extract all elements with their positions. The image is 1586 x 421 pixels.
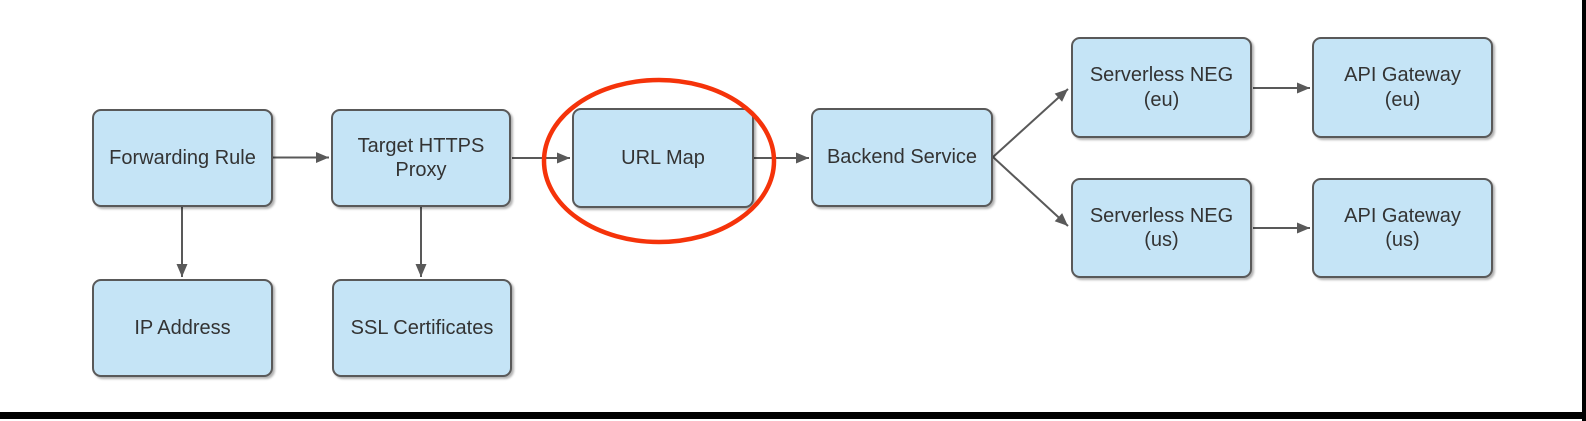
node-api-gateway-us: API Gateway (us)	[1312, 178, 1493, 278]
node-label: API Gateway (us)	[1344, 204, 1461, 251]
node-label: Serverless NEG (us)	[1089, 204, 1234, 251]
node-api-gateway-eu: API Gateway (eu)	[1312, 37, 1493, 138]
node-label: API Gateway (eu)	[1344, 64, 1461, 111]
edge-backend-service-to-serverless-neg-eu	[992, 88, 1069, 158]
edge-backend-service-to-serverless-neg-us	[992, 156, 1069, 227]
node-url-map: URL Map	[572, 108, 754, 208]
node-serverless-neg-us: Serverless NEG (us)	[1071, 178, 1252, 278]
node-ssl-certificates: SSL Certificates	[332, 279, 512, 377]
node-label: Serverless NEG (eu)	[1089, 64, 1234, 111]
node-target-https-proxy: Target HTTPS Proxy	[331, 109, 511, 207]
node-label: IP Address	[134, 316, 231, 339]
node-ip-address: IP Address	[92, 279, 273, 377]
node-serverless-neg-eu: Serverless NEG (eu)	[1071, 37, 1252, 138]
node-label: Target HTTPS Proxy	[357, 134, 485, 181]
node-forwarding-rule: Forwarding Rule	[92, 109, 273, 207]
window-frame-right	[1582, 0, 1586, 421]
node-label: URL Map	[621, 146, 705, 169]
node-label: Backend Service	[826, 146, 978, 169]
node-label: Forwarding Rule	[109, 146, 256, 169]
node-backend-service: Backend Service	[811, 108, 993, 207]
window-frame-bottom	[0, 412, 1586, 419]
node-label: SSL Certificates	[350, 316, 494, 339]
